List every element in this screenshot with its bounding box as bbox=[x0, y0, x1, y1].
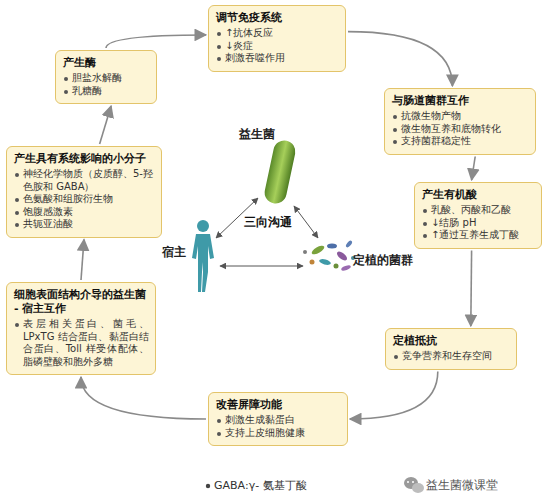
wechat-icon bbox=[404, 477, 424, 493]
bullet-dot bbox=[217, 45, 221, 49]
box-item: 共轭亚油酸 bbox=[14, 218, 155, 231]
feature-box: 产生具有系统影响的小分子神经化学物质（皮质醇、5-羟色胺和 GABA）色氨酸和组… bbox=[6, 146, 162, 238]
host-label: 宿主 bbox=[162, 244, 186, 261]
probiotic-label: 益生菌 bbox=[239, 126, 275, 143]
bullet-dot bbox=[217, 57, 221, 61]
box-item: 刺激生成黏蛋白 bbox=[216, 414, 341, 427]
bullet-dot bbox=[15, 198, 19, 202]
bullet-dot bbox=[15, 211, 19, 215]
box-heading: 与肠道菌群互作 bbox=[392, 94, 529, 108]
bullet-dot bbox=[217, 32, 221, 36]
box-heading: 产生酶 bbox=[63, 56, 150, 70]
box-item: ↓炎症 bbox=[216, 40, 339, 53]
box-heading: 细胞表面结构介导的益生菌 - 宿主互作 bbox=[14, 288, 149, 316]
cycle-arrow bbox=[348, 32, 452, 86]
box-item: 竞争营养和生存空间 bbox=[393, 350, 510, 363]
feature-box: 改善屏障功能刺激生成黏蛋白支持上皮细胞健康 bbox=[208, 392, 348, 446]
box-item: 神经化学物质（皮质醇、5-羟色胺和 GABA） bbox=[14, 168, 155, 193]
bullet-dot bbox=[423, 234, 427, 238]
box-heading: 产生有机酸 bbox=[422, 188, 535, 202]
cycle-arrow bbox=[81, 377, 206, 419]
box-heading: 产生具有系统影响的小分子 bbox=[14, 152, 155, 166]
cycle-arrow bbox=[472, 157, 476, 181]
box-item: 饱腹感激素 bbox=[14, 206, 155, 219]
bullet-dot bbox=[15, 323, 19, 327]
bullet-dot bbox=[206, 484, 210, 488]
box-item: ↓结肠 pH bbox=[422, 217, 535, 230]
bullet-dot bbox=[393, 140, 397, 144]
feature-box: 产生酶胆盐水解酶乳糖酶 bbox=[55, 50, 157, 104]
feature-box: 定植抵抗竞争营养和生存空间 bbox=[385, 328, 517, 370]
bullet-dot bbox=[64, 77, 68, 81]
bacterium bbox=[263, 138, 298, 205]
box-heading: 改善屏障功能 bbox=[216, 398, 341, 412]
feature-box: 与肠道菌群互作抗微生物产物微生物互养和底物转化支持菌群稳定性 bbox=[384, 88, 536, 155]
microbiota-label: 定植的菌群 bbox=[353, 252, 413, 269]
box-heading: 定植抵抗 bbox=[393, 334, 510, 348]
box-item: 刺激吞噬作用 bbox=[216, 52, 339, 65]
cycle-arrow bbox=[100, 106, 112, 144]
center-label: 三向沟通 bbox=[244, 214, 292, 231]
feature-box: 产生有机酸乳酸、丙酸和乙酸↓结肠 pH↑通过互养生成丁酸 bbox=[414, 182, 542, 249]
box-item: 支持上皮细胞健康 bbox=[216, 427, 341, 440]
feature-box: 调节免疫系统 ↑抗体反应↓炎症刺激吞噬作用 bbox=[208, 5, 346, 72]
bullet-dot bbox=[423, 209, 427, 213]
box-item: 微生物互养和底物转化 bbox=[392, 123, 529, 136]
bullet-dot bbox=[423, 222, 427, 226]
feature-box: 细胞表面结构介导的益生菌 - 宿主互作表层相关蛋白、菌毛、LPxTG 结合蛋白、… bbox=[6, 282, 156, 375]
bullet-dot bbox=[15, 173, 19, 177]
cycle-arrow bbox=[106, 35, 206, 48]
microbiota-cluster bbox=[303, 240, 355, 272]
box-item: 抗微生物产物 bbox=[392, 110, 529, 123]
box-item: 支持菌群稳定性 bbox=[392, 135, 529, 148]
box-item: 乳糖酶 bbox=[63, 85, 150, 98]
bullet-dot bbox=[15, 223, 19, 227]
box-item: ↑通过互养生成丁酸 bbox=[422, 229, 535, 242]
bullet-dot bbox=[217, 432, 221, 436]
box-heading: 调节免疫系统 bbox=[216, 11, 339, 25]
watermark: 益生菌微课堂 bbox=[426, 477, 498, 494]
bullet-dot bbox=[217, 419, 221, 423]
box-item: 表层相关蛋白、菌毛、LPxTG 结合蛋白、黏蛋白结合蛋白、Toll 样受体配体、… bbox=[14, 318, 149, 368]
cycle-arrow bbox=[81, 240, 84, 281]
bullet-dot bbox=[394, 355, 398, 359]
bullet-dot bbox=[64, 90, 68, 94]
cycle-arrow bbox=[350, 372, 438, 420]
footnote: GABA:γ- 氨基丁酸 bbox=[214, 478, 307, 493]
triangle-arrows bbox=[216, 198, 318, 266]
box-item: ↑抗体反应 bbox=[216, 27, 339, 40]
bullet-dot bbox=[393, 128, 397, 132]
bullet-dot bbox=[393, 115, 397, 119]
box-item: 乳酸、丙酸和乙酸 bbox=[422, 204, 535, 217]
cycle-arrow bbox=[470, 251, 472, 327]
human-figure bbox=[192, 220, 214, 292]
box-item: 胆盐水解酶 bbox=[63, 72, 150, 85]
box-item: 色氨酸和组胺衍生物 bbox=[14, 193, 155, 206]
